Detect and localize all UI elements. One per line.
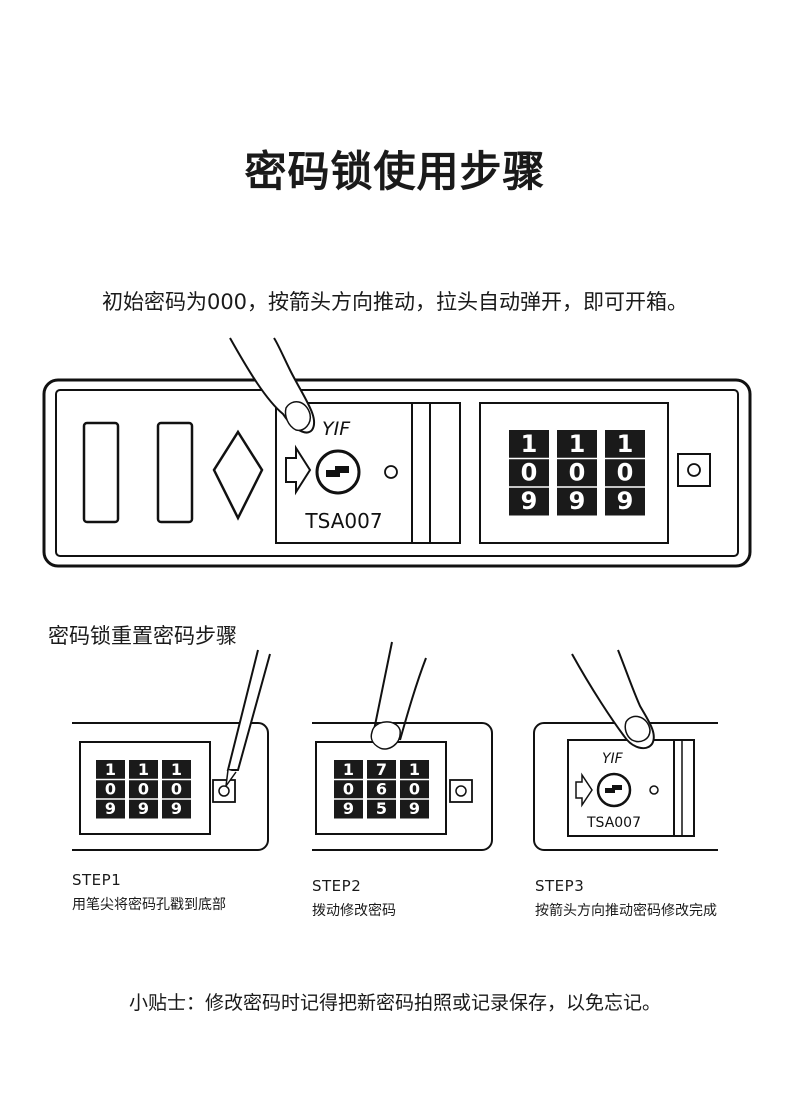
- step2-label: STEP2: [312, 877, 362, 895]
- main-wheel-1-digit-2: 0: [521, 459, 538, 487]
- step3-push-arrow-icon: [575, 772, 593, 808]
- step2-wheel-1-digit-2: 0: [343, 780, 354, 799]
- main-wheel-3[interactable]: [605, 430, 645, 516]
- model-label: TSA007: [304, 509, 382, 533]
- step2-wheel-1[interactable]: [334, 760, 363, 819]
- step1-wheel-3[interactable]: [162, 760, 191, 819]
- intro-text: 初始密码为000，按箭头方向推动，拉头自动弹开，即可开箱。: [101, 290, 689, 314]
- step1-wheel-3-digit-2: 0: [171, 780, 182, 799]
- main-wheel-2[interactable]: [557, 430, 597, 516]
- step3-desc: 按箭头方向推动密码修改完成: [535, 903, 717, 919]
- zipper-slot-left: [82, 421, 120, 524]
- slider-track: [411, 402, 461, 544]
- step1-wheel-2-digit-1: 1: [138, 760, 149, 779]
- main-wheel-1-digit-1: 1: [521, 430, 538, 458]
- step1-label: STEP1: [72, 871, 122, 889]
- zipper-slot-right: [156, 421, 194, 524]
- pen-icon: [226, 649, 271, 771]
- step1-wheel-2-digit-2: 0: [138, 780, 149, 799]
- tip-text: 小贴士：修改密码时记得把新密码拍照或记录保存，以免忘记。: [128, 992, 661, 1014]
- step1-desc: 用笔尖将密码孔戳到底部: [72, 897, 226, 913]
- brand-logo: YIF: [322, 418, 351, 440]
- step1-wheel-2[interactable]: [129, 760, 158, 819]
- step1-wheel-1-digit-2: 0: [105, 780, 116, 799]
- step2-wheel-2-digit-2: 6: [376, 780, 387, 799]
- main-wheel-2-digit-3: 9: [569, 487, 586, 515]
- step2-wheel-3[interactable]: [400, 760, 429, 819]
- step2-wheel-2-digit-1: 7: [376, 760, 387, 779]
- step1-wheel-1-digit-3: 9: [105, 799, 116, 818]
- step2-wheel-3-digit-1: 1: [409, 760, 420, 779]
- page-title: 密码锁使用步骤: [244, 147, 546, 196]
- main-wheel-2-digit-2: 0: [569, 459, 586, 487]
- step2-wheel-3-digit-2: 0: [409, 780, 420, 799]
- indicator-dot: [384, 465, 398, 479]
- step3-brand-logo: YIF: [602, 751, 624, 767]
- step2-wheel-2-digit-3: 5: [376, 799, 387, 818]
- step1-wheel-1-digit-1: 1: [105, 760, 116, 779]
- step1-wheel-1[interactable]: [96, 760, 125, 819]
- push-arrow-icon: [285, 444, 312, 496]
- step2-wheel-1-digit-3: 9: [343, 799, 354, 818]
- main-wheel-1[interactable]: [509, 430, 549, 516]
- diamond-slot: [212, 429, 264, 521]
- main-wheel-3-digit-2: 0: [617, 459, 634, 487]
- reset-section-title: 密码锁重置密码步骤: [48, 624, 237, 648]
- step3-model-label: TSA007: [586, 815, 641, 831]
- step2-wheel-2[interactable]: [367, 760, 396, 819]
- reset-hole: [687, 463, 701, 477]
- main-wheel-3-digit-3: 9: [617, 487, 634, 515]
- main-wheel-2-digit-1: 1: [569, 430, 586, 458]
- step2-desc: 拨动修改密码: [312, 903, 396, 919]
- main-wheel-3-digit-1: 1: [617, 430, 634, 458]
- step1-wheel-3-digit-1: 1: [171, 760, 182, 779]
- step1-wheel-3-digit-3: 9: [171, 799, 182, 818]
- step2-wheel-3-digit-3: 9: [409, 799, 420, 818]
- step2-wheel-1-digit-1: 1: [343, 760, 354, 779]
- step1-wheel-2-digit-3: 9: [138, 799, 149, 818]
- step3-diagram: YIF TSA007: [533, 649, 718, 851]
- main-wheel-1-digit-3: 9: [521, 487, 538, 515]
- step3-label: STEP3: [535, 877, 585, 895]
